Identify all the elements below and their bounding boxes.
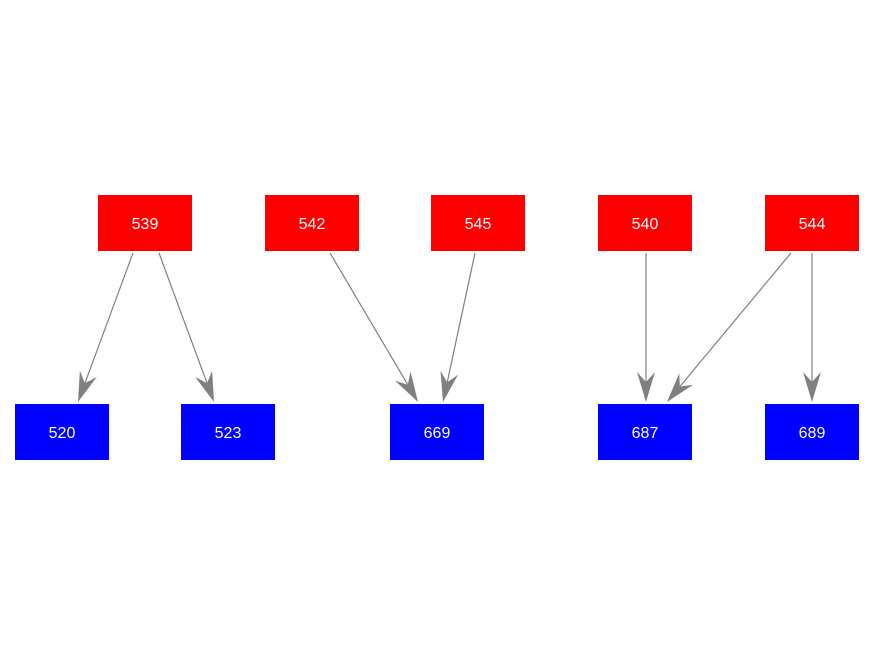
node-box	[431, 195, 525, 251]
edge-line	[329, 252, 409, 386]
arrowhead-icon	[78, 370, 97, 402]
node-540: 540	[598, 195, 692, 251]
node-box	[390, 404, 484, 460]
node-544: 544	[765, 195, 859, 251]
node-label: 540	[632, 216, 659, 233]
node-520: 520	[15, 404, 109, 460]
node-542: 542	[265, 195, 359, 251]
nodes-layer: 539 542 545 540 544 520 523 669 687 689	[15, 195, 859, 460]
arrowhead-icon	[667, 373, 694, 402]
node-669: 669	[390, 404, 484, 460]
node-label: 545	[465, 216, 492, 233]
arrowhead-icon	[803, 372, 821, 402]
node-box	[598, 195, 692, 251]
edge-line	[446, 252, 476, 383]
node-label: 542	[299, 216, 326, 233]
node-label: 689	[799, 425, 826, 442]
node-box	[765, 195, 859, 251]
edge-544-to-687	[667, 252, 792, 402]
arrowhead-icon	[395, 371, 418, 402]
node-box	[15, 404, 109, 460]
edge-542-to-669	[329, 252, 418, 402]
node-box	[265, 195, 359, 251]
arrowhead-icon	[637, 372, 655, 402]
arrowhead-icon	[440, 370, 459, 402]
node-label: 687	[632, 425, 659, 442]
arrowhead-icon	[195, 370, 214, 402]
node-539: 539	[98, 195, 192, 251]
node-box	[765, 404, 859, 460]
node-label: 669	[424, 425, 451, 442]
node-687: 687	[598, 404, 692, 460]
node-label: 544	[799, 216, 826, 233]
node-label: 523	[215, 425, 242, 442]
edge-540-to-687	[637, 253, 655, 402]
node-label: 520	[49, 425, 76, 442]
edge-line	[158, 252, 208, 384]
edge-line	[679, 252, 792, 388]
edge-539-to-520	[78, 252, 134, 402]
edges-layer	[78, 252, 821, 402]
node-523: 523	[181, 404, 275, 460]
node-box	[598, 404, 692, 460]
node-label: 539	[132, 216, 159, 233]
node-689: 689	[765, 404, 859, 460]
node-box	[181, 404, 275, 460]
edge-line	[84, 252, 134, 384]
edge-545-to-669	[440, 252, 476, 402]
edge-539-to-523	[158, 252, 214, 402]
node-box	[98, 195, 192, 251]
node-545: 545	[431, 195, 525, 251]
edge-544-to-689	[803, 253, 821, 402]
